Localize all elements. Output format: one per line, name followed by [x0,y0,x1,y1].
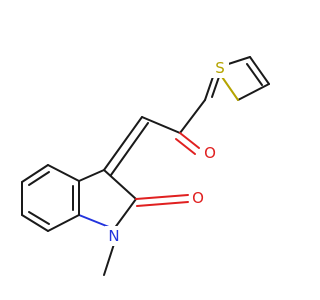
bond-c6-s [219,73,239,101]
ketone-oxygen-label: O [204,144,216,162]
bond-c2-n [113,198,137,230]
bond-ch-c3 [103,116,143,171]
nitrogen-atom-label: N [108,227,119,245]
sulfur-atom-label: S [215,59,225,77]
bond-carbonyl-o-second [175,138,196,155]
bond-c2-o-second [136,201,189,207]
bond-c4-c5-inner [246,63,263,86]
bond-c2-o [135,194,189,200]
bond-c3-c2 [103,169,137,200]
enone-linker [103,99,206,176]
lactam-oxygen-label: O [192,189,204,207]
bond-ch-c3-second [110,122,149,176]
bond-n-methyl [103,243,115,276]
bond-c4-c5-inner [28,171,50,186]
bond-c4-c5 [249,56,270,85]
bond-c5-c6 [237,83,270,101]
atom-labels: S O O N [105,58,229,246]
bond-c6-c7-inner [28,211,50,225]
bond-c6-c7 [21,214,49,232]
benzene-ring [21,164,80,232]
indolinone-five-ring [78,169,189,230]
bond-c3a-c4 [47,164,80,182]
bond-c4-c5 [21,164,49,183]
bond-thienyl-carbonyl [179,99,206,134]
bond-c7-c7a [47,214,80,232]
molecule-structure-diagram: S O O N [21,56,270,276]
bond-c3a-c3 [78,169,105,182]
bond-carbonyl-ch [141,116,181,134]
bond-carbonyl-o [179,132,200,149]
